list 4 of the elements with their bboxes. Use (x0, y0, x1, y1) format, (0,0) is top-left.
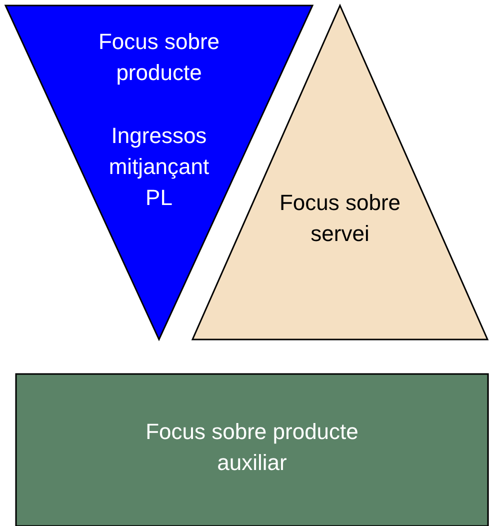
shape-label: Focus sobre producte auxiliar (144, 418, 360, 477)
shape-label: Focus sobre producte (97, 28, 221, 87)
shape-label: Ingressos mitjançant PL (108, 122, 210, 212)
shape-label: Focus sobre servei (278, 189, 402, 248)
